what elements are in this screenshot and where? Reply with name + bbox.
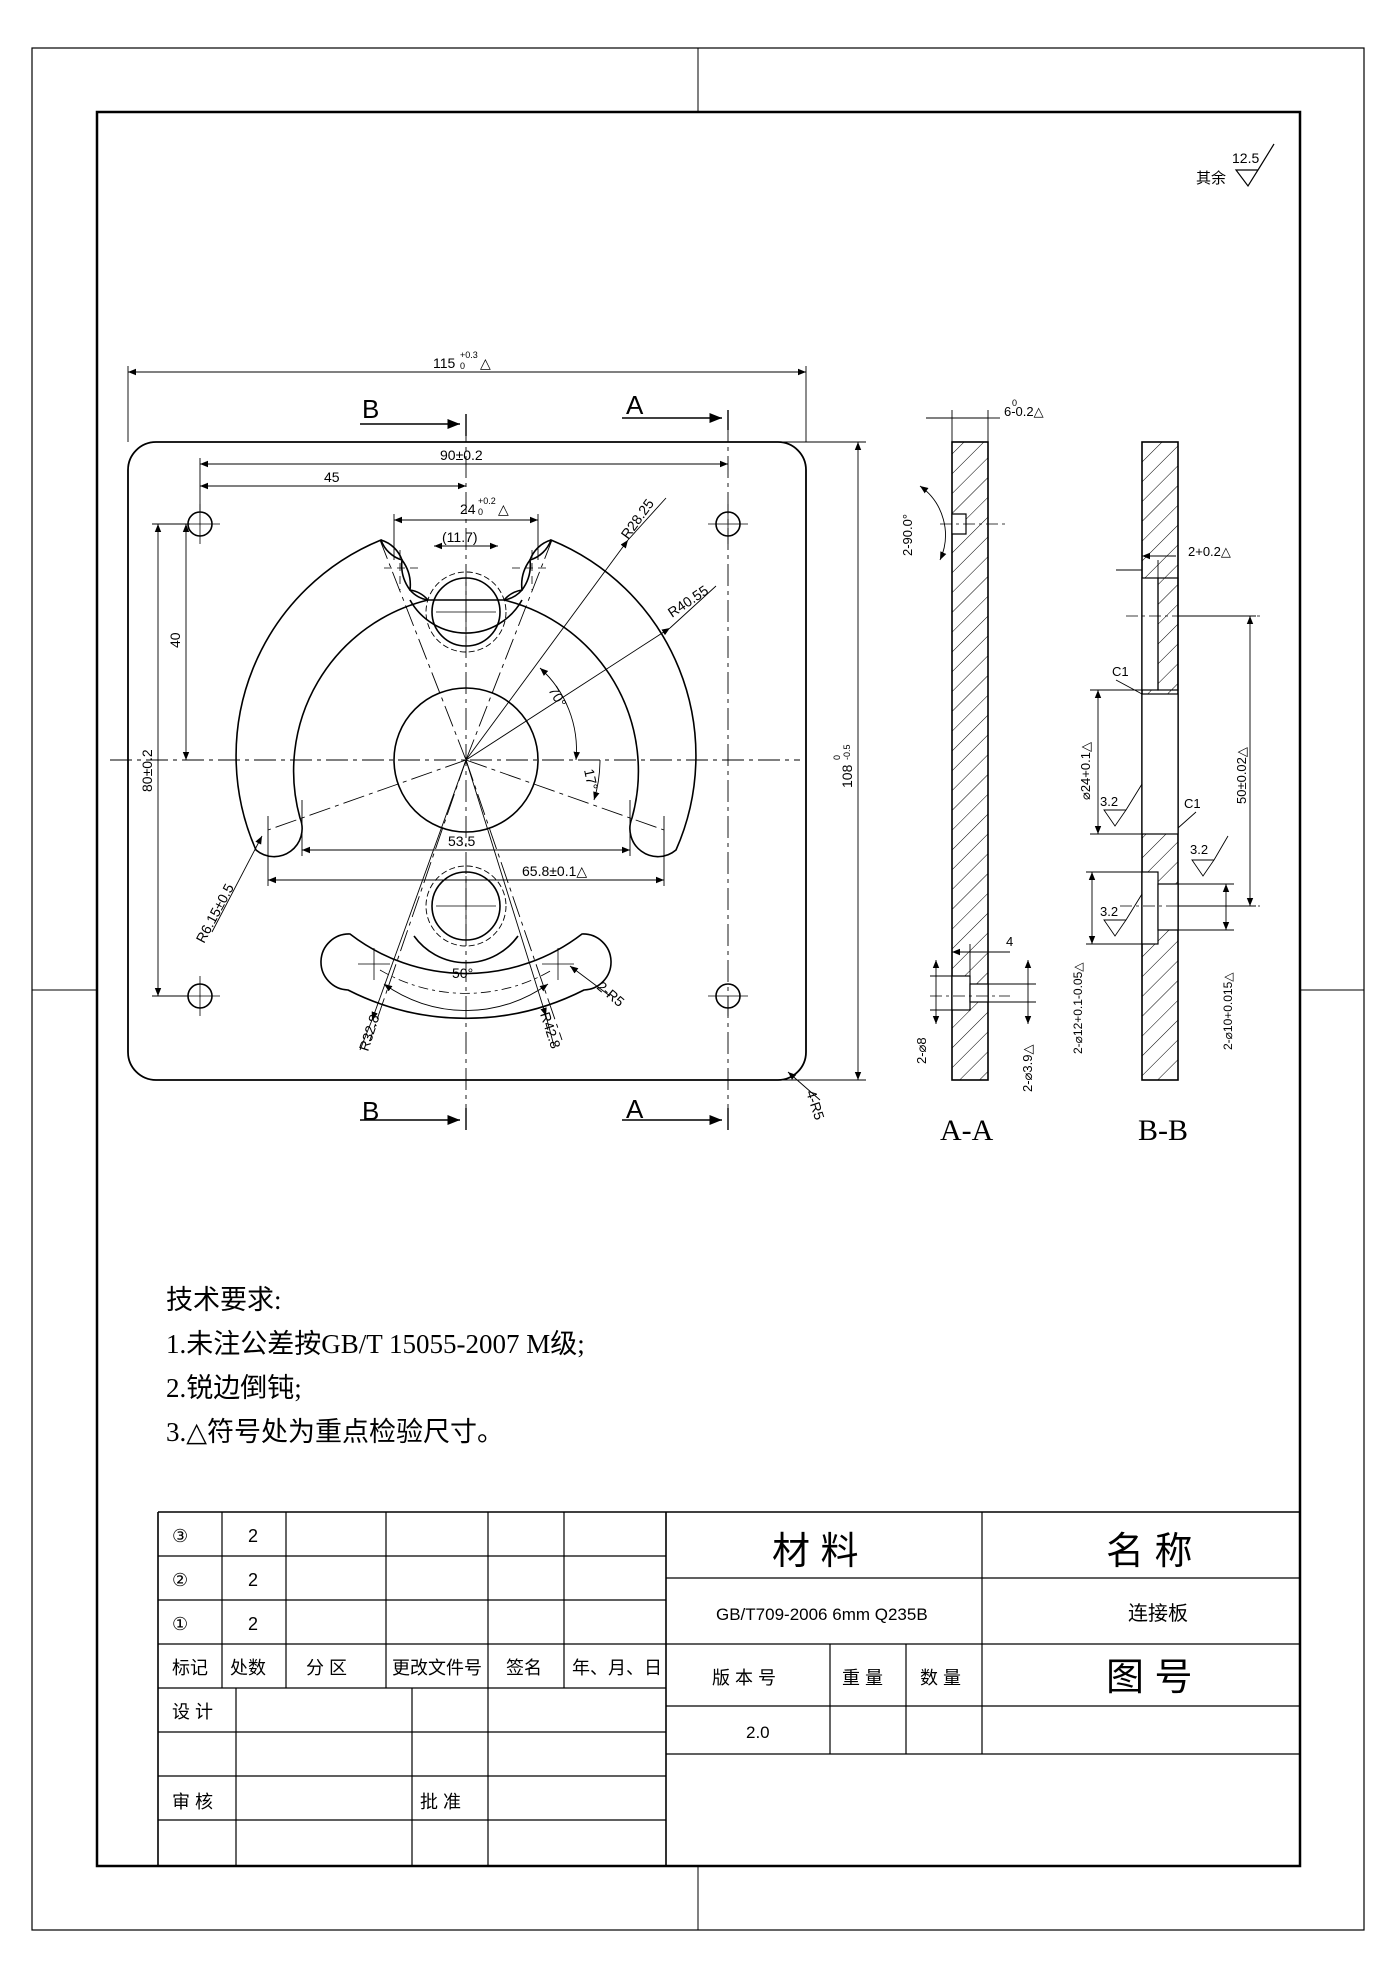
design-label: 设 计 bbox=[172, 1702, 213, 1722]
dim-overall-height-lower: -0.5 bbox=[842, 744, 852, 760]
rev-mark-1: ① bbox=[172, 1614, 188, 1634]
bb-ra-2: 3.2 bbox=[1190, 842, 1208, 857]
header-date: 年、月、日 bbox=[572, 1658, 662, 1678]
version-label: 版 本 号 bbox=[712, 1668, 776, 1688]
section-markers bbox=[360, 410, 729, 1130]
plate-outline bbox=[127, 441, 807, 1081]
main-view bbox=[110, 420, 807, 1130]
bb-step: 2+0.2△ bbox=[1188, 544, 1231, 559]
note-item-2: 2.锐边倒钝; bbox=[166, 1373, 302, 1403]
rev-mark-2: ② bbox=[172, 1570, 188, 1590]
dim-r-6-15: R6.15±0.5 bbox=[193, 881, 238, 946]
bb-ra-1: 3.2 bbox=[1100, 794, 1118, 809]
section-label-a-top: A bbox=[626, 390, 644, 420]
section-marker-labels: B A B A bbox=[362, 390, 644, 1126]
dim-r-5-slot: 2-R5 bbox=[594, 978, 628, 1010]
title-block-text: ③ 2 ② 2 ① 2 标记 处数 分 区 更改文件号 签名 年、月、日 设 计… bbox=[172, 1526, 1193, 1812]
section-aa-title: A-A bbox=[940, 1114, 994, 1147]
center-bore bbox=[393, 687, 539, 833]
sheet-border bbox=[31, 47, 1365, 1931]
dim-vertical-40: 40 bbox=[167, 632, 183, 648]
bb-c1-bottom: C1 bbox=[1184, 796, 1201, 811]
horseshoe-cutout bbox=[235, 538, 429, 858]
section-aa: 6-0.2△ 0 2-90.0° 4 2-⌀8 2-⌀3.9△ A-A bbox=[900, 398, 1044, 1147]
dim-slot-inner: (11.7) bbox=[442, 529, 478, 545]
material-value: GB/T709-2006 6mm Q235B bbox=[716, 1605, 928, 1624]
aa-countersink: 2-90.0° bbox=[900, 514, 915, 556]
surface-finish-label: 其余 bbox=[1196, 169, 1226, 187]
rev-count-1: 2 bbox=[248, 1614, 258, 1634]
aa-d3-9: 2-⌀3.9△ bbox=[1020, 1045, 1035, 1092]
section-label-b-top: B bbox=[362, 394, 379, 424]
qty-label: 数 量 bbox=[920, 1668, 961, 1688]
bb-ra-3: 3.2 bbox=[1100, 904, 1118, 919]
dim-overall-width-key: △ bbox=[480, 355, 491, 371]
note-item-1: 1.未注公差按GB/T 15055-2007 M级; bbox=[166, 1329, 585, 1359]
bb-dim-50: 50±0.02△ bbox=[1234, 747, 1249, 804]
title-block bbox=[157, 1511, 1300, 1866]
section-bb: 2+0.2△ C1 C1 ⌀24+0.1△ 3.2 3.2 3.2 50±0.0… bbox=[1071, 441, 1260, 1147]
aa-d8: 2-⌀8 bbox=[914, 1037, 929, 1064]
notes-title: 技术要求: bbox=[166, 1285, 282, 1315]
dim-overall-height: 108 bbox=[839, 764, 855, 788]
dim-r-32-8: R32.8 bbox=[356, 1012, 383, 1053]
header-change-doc: 更改文件号 bbox=[392, 1658, 482, 1678]
surface-finish-value: 12.5 bbox=[1232, 150, 1259, 166]
rev-mark-3: ③ bbox=[172, 1526, 188, 1546]
header-count: 处数 bbox=[230, 1658, 266, 1678]
dim-corner-r: 4-R5 bbox=[803, 1088, 828, 1122]
aa-depth-4: 4 bbox=[1006, 934, 1013, 949]
rev-count-3: 2 bbox=[248, 1526, 258, 1546]
section-bb-title: B-B bbox=[1138, 1114, 1188, 1147]
aa-thickness: 6-0.2△ bbox=[1004, 404, 1044, 419]
main-dimensions bbox=[127, 366, 866, 1101]
surface-finish-symbol: 其余 12.5 bbox=[1196, 143, 1275, 188]
dim-r-outer-arc: R28.25 bbox=[617, 496, 657, 542]
dim-angle-17: 17° bbox=[581, 767, 601, 791]
dim-overall-width-lower: 0 bbox=[460, 361, 465, 371]
lower-arc-slot bbox=[320, 933, 612, 1020]
dim-slot-width: 24 bbox=[460, 501, 476, 517]
header-mark: 标记 bbox=[172, 1658, 208, 1678]
rev-count-2: 2 bbox=[248, 1570, 258, 1590]
section-label-b-bottom: B bbox=[362, 1096, 379, 1126]
dim-53-5: 53.5 bbox=[448, 833, 475, 849]
approve-label: 批 准 bbox=[420, 1792, 461, 1812]
dim-slot-upper: +0.2 bbox=[478, 496, 496, 506]
dim-half-spacing: 45 bbox=[324, 469, 340, 485]
dim-overall-width-upper: +0.3 bbox=[460, 350, 478, 360]
dim-65-8: 65.8±0.1△ bbox=[522, 863, 587, 879]
header-zone: 分 区 bbox=[306, 1658, 347, 1678]
dim-slot-key: △ bbox=[498, 501, 509, 517]
bb-d10: 2-⌀10+0.015△ bbox=[1221, 972, 1235, 1050]
weight-label: 重 量 bbox=[842, 1668, 883, 1688]
technical-requirements: 技术要求: 1.未注公差按GB/T 15055-2007 M级; 2.锐边倒钝;… bbox=[166, 1278, 585, 1454]
aa-thickness-upper: 0 bbox=[1012, 398, 1017, 408]
lower-hole bbox=[431, 871, 501, 941]
dim-r-big-arc: R40.55 bbox=[665, 582, 712, 621]
header-signature: 签名 bbox=[506, 1658, 542, 1678]
name-value: 连接板 bbox=[1128, 1602, 1188, 1625]
main-dimension-labels: 115 +0.3 0 △ 90±0.2 45 24 +0.2 0 △ (11.7… bbox=[139, 350, 855, 1122]
note-item-3: 3.△符号处为重点检验尺寸。 bbox=[166, 1417, 505, 1447]
name-label: 名 称 bbox=[1106, 1531, 1193, 1573]
bb-d24: ⌀24+0.1△ bbox=[1078, 742, 1093, 800]
version-value: 2.0 bbox=[746, 1723, 770, 1742]
bb-c1-top: C1 bbox=[1112, 664, 1129, 679]
bb-d12: 2-⌀12+0.1-0.05△ bbox=[1071, 962, 1085, 1054]
upper-hole bbox=[431, 577, 501, 647]
material-label: 材 料 bbox=[772, 1531, 859, 1573]
dim-hole-spacing: 90±0.2 bbox=[440, 447, 483, 463]
dim-slot-lower: 0 bbox=[478, 507, 483, 517]
dim-r-42-8: R42.8 bbox=[537, 1010, 564, 1051]
drawing-number-label: 图 号 bbox=[1106, 1657, 1193, 1699]
dim-overall-width: 115 bbox=[433, 355, 456, 371]
dim-angle-50: 50° bbox=[452, 965, 473, 981]
dim-overall-height-upper: 0 bbox=[832, 755, 842, 760]
dim-vertical-80: 80±0.2 bbox=[139, 749, 155, 792]
section-label-a-bottom: A bbox=[626, 1094, 644, 1124]
review-label: 审 核 bbox=[172, 1792, 213, 1812]
